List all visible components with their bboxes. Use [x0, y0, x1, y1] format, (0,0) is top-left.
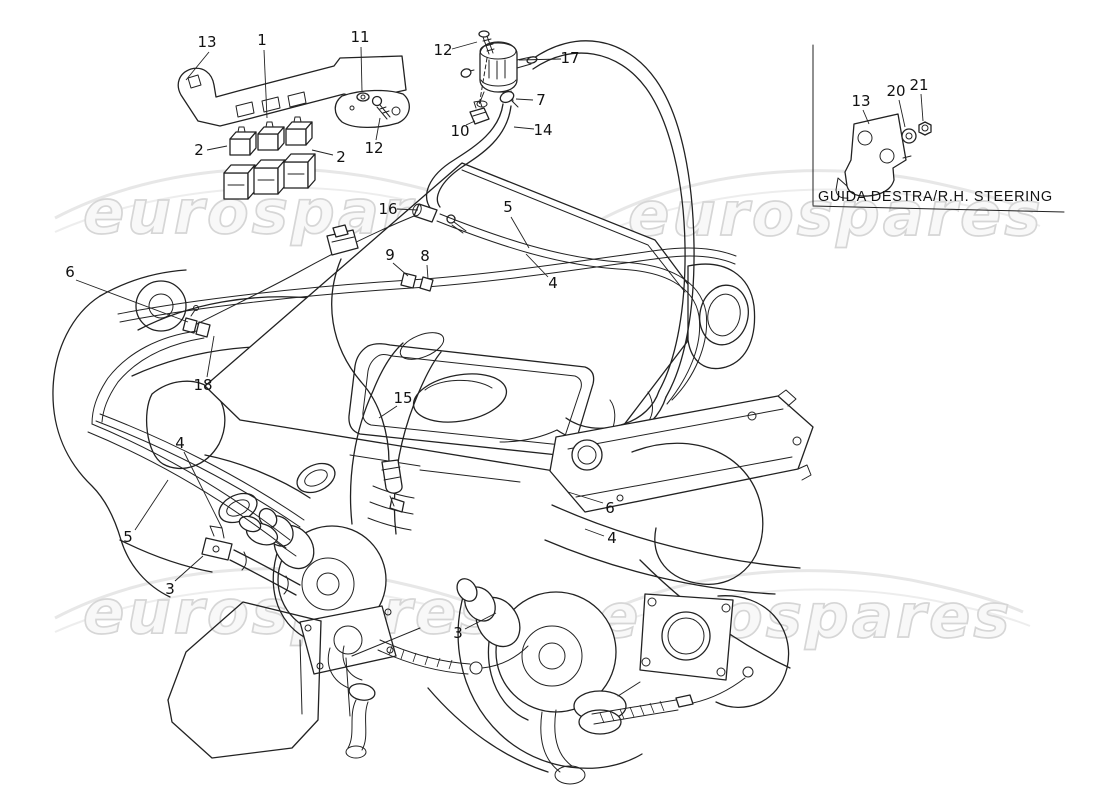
callout-leader [375, 117, 381, 141]
callout-leader [513, 126, 535, 130]
relay-bracket-assembly [177, 55, 410, 200]
callout-leader [510, 216, 530, 249]
callout-leader [263, 49, 268, 119]
callout-label: 11 [350, 28, 369, 46]
watermark-text: eurospares [628, 179, 1044, 250]
callout-leader [378, 405, 398, 419]
clip-10 [469, 107, 490, 125]
junction-clamp-6 [182, 317, 198, 334]
pipe-bracket-3 [201, 537, 233, 561]
callout-label: 10 [450, 122, 469, 140]
washer-20 [901, 128, 917, 144]
hoses [196, 40, 708, 443]
callout-leader [518, 58, 562, 61]
callout-leader [183, 451, 223, 529]
sensor-body [381, 459, 403, 494]
callout-leader [396, 208, 419, 211]
callout-label: 14 [533, 121, 552, 139]
callout-leader [360, 46, 363, 93]
callout-label: 7 [536, 91, 546, 109]
turbo-intake-pipe [349, 332, 445, 535]
valve-screw-12 [478, 30, 490, 38]
callout-label: 13 [197, 33, 216, 51]
oil-filler-cap [571, 439, 603, 471]
callout-label: 12 [433, 41, 452, 59]
vacuum-pipes [117, 247, 737, 338]
callout-label: 8 [420, 247, 430, 265]
washer-11 [356, 92, 370, 102]
callout-leader [311, 149, 334, 156]
callout-label: 13 [851, 92, 870, 110]
relays [223, 116, 316, 200]
turbocharger-left [201, 507, 529, 759]
callout-leader [515, 98, 534, 101]
turbo-flange [299, 605, 397, 675]
callout-leader [451, 41, 478, 50]
tee-fitting-9 [400, 272, 417, 289]
callout-label: 16 [378, 200, 397, 218]
callout-leader [174, 555, 204, 582]
callout-label: 17 [560, 49, 579, 67]
turbocharger-right [456, 578, 754, 785]
inset-title: GUIDA DESTRA/R.H. STEERING [818, 189, 1053, 205]
callout-label: 12 [364, 139, 383, 157]
callout-leader [898, 99, 906, 128]
callout-label: 6 [65, 263, 75, 281]
callout-label: 9 [385, 246, 395, 264]
steering-bracket-13 [844, 113, 907, 197]
callout-label: 3 [165, 580, 175, 598]
callout-label: 2 [336, 148, 346, 166]
engine-block-bottom [167, 601, 549, 773]
callout-label: 5 [123, 528, 133, 546]
callout-leader [185, 51, 210, 81]
engine-drawing [52, 30, 814, 785]
hose-fitting-16 [413, 203, 438, 223]
callout-leader [567, 491, 604, 504]
rh-steering-inset: GUIDA DESTRA/R.H. STEERING [812, 44, 1065, 213]
callout-leader [584, 528, 605, 537]
callout-label: 21 [909, 76, 928, 94]
callout-label: 1 [257, 31, 267, 49]
boost-control-valve [460, 30, 538, 125]
small-screw [446, 214, 456, 224]
callout-label: 3 [453, 624, 463, 642]
callout-label: 5 [503, 198, 513, 216]
callout-leader [206, 335, 215, 378]
callout-leader [206, 145, 228, 151]
clamp-8 [419, 276, 434, 292]
callout-leader [392, 262, 409, 277]
fitting-7 [499, 90, 515, 104]
callout-leader [426, 264, 429, 280]
sensor-cable [326, 224, 403, 507]
callout-label: 4 [607, 529, 617, 547]
nut-21 [918, 121, 932, 136]
boost-pipes-left [87, 330, 305, 549]
junction-clamp-18 [195, 321, 211, 338]
callout-leader [134, 479, 169, 531]
inset-divider-horizontal [812, 205, 1065, 213]
callout-leader [862, 109, 870, 125]
callout-label: 4 [548, 274, 558, 292]
callout-leader [464, 612, 497, 630]
callout-label: 2 [194, 141, 204, 159]
valve-cover-right [549, 389, 814, 513]
callout-leader [525, 253, 549, 278]
callout-leader [75, 279, 189, 323]
callout-leader [920, 93, 924, 122]
callout-label: 6 [605, 499, 615, 517]
callout-label: 18 [193, 376, 212, 394]
callout-label: 20 [886, 82, 905, 100]
callout-leader [465, 120, 476, 126]
callout-label: 4 [175, 434, 185, 452]
callout-label: 15 [393, 389, 412, 407]
screw-12 [371, 95, 383, 107]
